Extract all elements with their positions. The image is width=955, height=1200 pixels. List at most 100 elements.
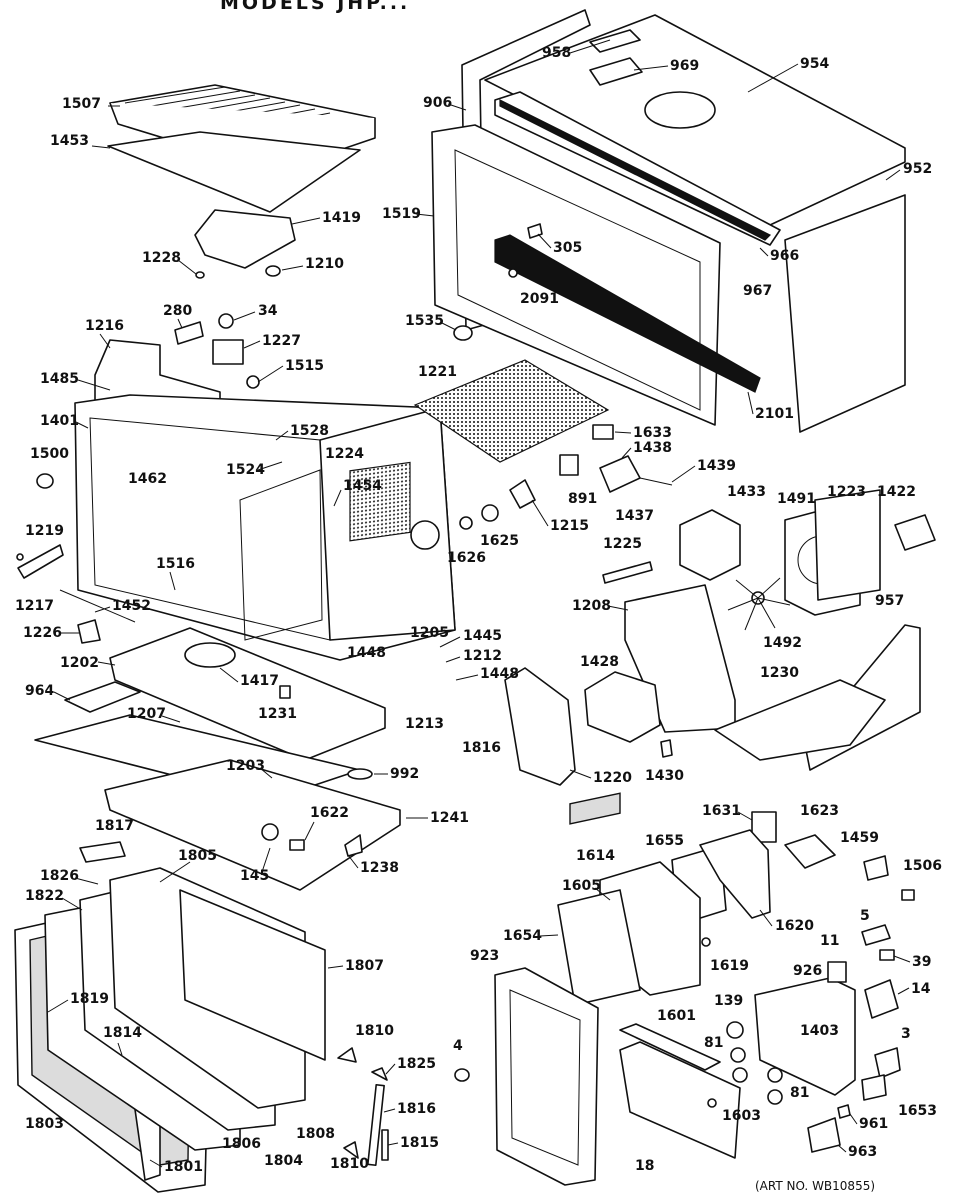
part-callout-label: 1223 [827, 484, 866, 500]
part-callout-label: 1241 [430, 810, 469, 826]
part-callout-label: 1822 [25, 888, 64, 904]
part-callout-label: 1454 [343, 478, 382, 494]
part-callout-label: 1516 [156, 556, 195, 572]
callout-leader [387, 1142, 399, 1146]
part-callout-label: 1528 [290, 423, 329, 439]
callout-leader [893, 955, 911, 963]
part-callout-label: 1228 [142, 250, 181, 266]
part-callout-label: 1226 [23, 625, 62, 641]
callout-leader [537, 233, 552, 249]
door-shield [179, 889, 326, 1061]
callout-leader [439, 321, 457, 331]
callout-leader [177, 259, 197, 275]
part-callout-label: 1625 [480, 533, 519, 549]
part-callout-label: 1810 [330, 1156, 369, 1172]
oven-cavity [74, 394, 456, 661]
part-callout-label: 1220 [593, 770, 632, 786]
callout-leader [569, 769, 592, 779]
callout-leader [837, 1144, 847, 1153]
bracket-part [212, 339, 244, 365]
callout-leader [99, 333, 111, 349]
hinge-bracket-part [17, 544, 64, 579]
fuse-1625 [481, 504, 499, 522]
callout-leader [259, 767, 273, 779]
callout-leader [275, 430, 289, 441]
part-callout-label: 1825 [397, 1056, 436, 1072]
callout-leader [281, 265, 304, 271]
part-callout-label: 1810 [355, 1023, 394, 1039]
part-callout-label: 1816 [397, 1101, 436, 1117]
diode-1430 [660, 739, 673, 758]
part-callout-label: 1506 [903, 858, 942, 874]
part-callout-label: 1623 [800, 803, 839, 819]
part-callout-label: 1515 [285, 358, 324, 374]
part-callout-label: 1459 [840, 830, 879, 846]
nut-part [16, 553, 24, 561]
callout-leader [439, 636, 461, 648]
part-callout-label: 39 [912, 954, 931, 970]
bracket-1223 [814, 489, 881, 601]
transformer-1433 [679, 509, 741, 581]
callout-leader [759, 909, 773, 927]
part-callout-label: 5 [860, 908, 870, 924]
strip-1601 [619, 1023, 721, 1071]
callout-leader [747, 391, 754, 415]
callout-leader [747, 63, 799, 93]
part-callout-label: 18 [635, 1158, 654, 1174]
part-callout-label: 1417 [240, 673, 279, 689]
callout-leader [219, 667, 239, 683]
part-callout-label: 1207 [127, 706, 166, 722]
part-callout-label: 966 [770, 248, 799, 264]
part-callout-label: 954 [800, 56, 829, 72]
part-callout-label: 1826 [40, 868, 79, 884]
part-callout-label: 1485 [40, 371, 79, 387]
callout-leader [169, 571, 176, 591]
callout-leader [74, 877, 99, 885]
callout-leader [159, 861, 191, 883]
rail-part [64, 681, 141, 713]
part-callout-label: 1462 [128, 471, 167, 487]
part-callout-label: 2091 [520, 291, 559, 307]
part-callout-label: 906 [423, 95, 452, 111]
part-callout-label: 1428 [580, 654, 619, 670]
callout-leader [53, 691, 71, 701]
part-891 [559, 454, 579, 476]
part-callout-label: 145 [240, 868, 269, 884]
part-callout-label: 1655 [645, 833, 684, 849]
part-callout-label: 4 [453, 1038, 463, 1054]
part-1653 [861, 1074, 887, 1101]
part-5 [861, 924, 891, 946]
keypad-1654 [557, 889, 641, 1006]
part-39 [879, 949, 895, 961]
part-callout-label: 81 [790, 1085, 809, 1101]
cavity-vent [349, 461, 411, 542]
cover-18 [619, 1041, 741, 1159]
part-callout-label: 1653 [898, 1103, 937, 1119]
part-callout-label: 1213 [405, 716, 444, 732]
callout-leader [849, 1113, 858, 1125]
callout-leader [594, 887, 611, 901]
part-callout-label: 1210 [305, 256, 344, 272]
part-callout-label: 11 [820, 933, 839, 949]
stirrer-part [261, 823, 279, 841]
part-callout-label: 1403 [800, 1023, 839, 1039]
part-callout-label: 81 [704, 1035, 723, 1051]
part-callout-label: 34 [258, 303, 278, 319]
callout-leader [897, 987, 910, 995]
trim-923 [494, 967, 599, 1186]
relay-1422 [894, 514, 936, 551]
part-callout-label: 963 [848, 1144, 877, 1160]
part-callout-label: 1633 [633, 425, 672, 441]
callout-leader [149, 1159, 163, 1168]
callout-leader [75, 421, 89, 429]
part-callout-label: 1535 [405, 313, 444, 329]
part-callout-label: 1622 [310, 805, 349, 821]
callout-leader [327, 965, 344, 969]
lamp-part [174, 321, 204, 345]
part-callout-label: 1230 [760, 665, 799, 681]
part-callout-label: 1227 [262, 333, 301, 349]
duct-1220 [504, 667, 576, 786]
part-4 [454, 1068, 470, 1082]
